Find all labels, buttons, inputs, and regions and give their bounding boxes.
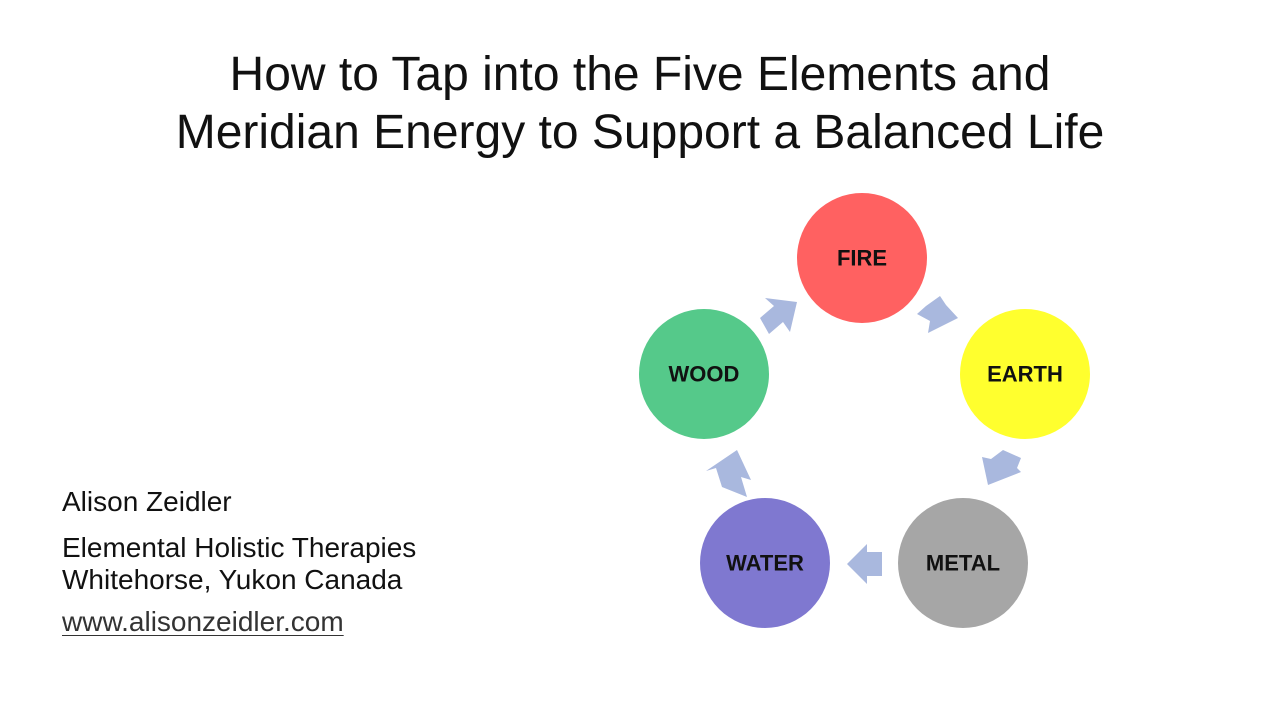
fire-circle: [797, 193, 927, 323]
presenter-location: Whitehorse, Yukon Canada: [62, 564, 403, 595]
fire-label: FIRE: [837, 246, 887, 271]
title-line-2: Meridian Energy to Support a Balanced Li…: [175, 106, 1105, 159]
node-metal: METAL: [898, 498, 1028, 628]
earth-circle: [960, 309, 1090, 439]
wood-circle: [639, 309, 769, 439]
node-fire: FIRE: [797, 193, 927, 323]
water-label: WATER: [726, 551, 804, 576]
metal-circle: [898, 498, 1028, 628]
node-wood: WOOD: [639, 309, 769, 439]
arrow-water-to-wood: [706, 450, 751, 497]
node-water: WATER: [700, 498, 830, 628]
earth-label: EARTH: [987, 362, 1063, 387]
arrow-fire-to-earth: [917, 296, 958, 333]
arrow-earth-to-metal: [982, 450, 1021, 485]
website-link[interactable]: www.alisonzeidler.com: [62, 606, 344, 637]
water-circle: [700, 498, 830, 628]
presenter-name: Alison Zeidler: [62, 486, 232, 517]
wood-label: WOOD: [669, 362, 740, 387]
title-line-1: How to Tap into the Five Elements and: [229, 48, 1051, 101]
arrow-wood-to-fire: [760, 298, 797, 334]
arrow-metal-to-water: [847, 544, 882, 584]
metal-label: METAL: [926, 551, 1000, 576]
node-earth: EARTH: [960, 309, 1090, 439]
presenter-info: Alison Zeidler Elemental Holistic Therap…: [62, 486, 416, 638]
presenter-organization: Elemental Holistic Therapies: [62, 532, 417, 563]
cycle-arrows: [706, 296, 1021, 584]
slide-title: How to Tap into the Five Elements and Me…: [0, 46, 1280, 162]
